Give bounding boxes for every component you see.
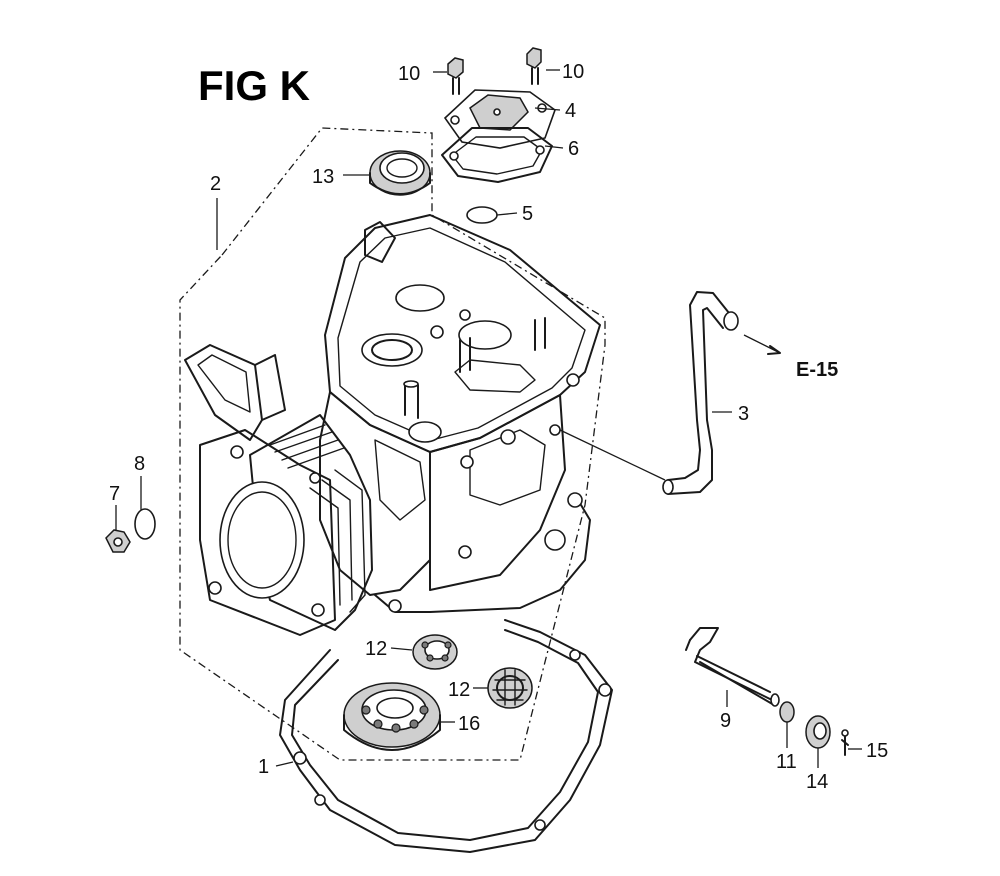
breather-gasket bbox=[441, 127, 553, 183]
gasket-hole bbox=[293, 751, 307, 765]
callout-9: 9 bbox=[720, 710, 731, 732]
valve-pocket bbox=[458, 320, 512, 350]
callout-14: 14 bbox=[806, 771, 828, 793]
callout-7: 7 bbox=[109, 483, 120, 505]
callout-5: 5 bbox=[522, 203, 533, 225]
pin bbox=[841, 729, 849, 756]
valve-pocket bbox=[395, 284, 445, 312]
callout-3: 3 bbox=[738, 403, 749, 425]
callout-11: 11 bbox=[776, 751, 797, 773]
valve-pocket bbox=[361, 333, 423, 367]
callout-6: 6 bbox=[568, 138, 579, 160]
washer bbox=[779, 701, 795, 723]
breather-cover bbox=[443, 89, 556, 149]
figure-title: FIG K bbox=[198, 62, 310, 109]
callout-2: 2 bbox=[210, 173, 221, 195]
callout-10-right: 10 bbox=[562, 61, 584, 83]
leader-lines bbox=[115, 69, 862, 768]
breather-tube bbox=[662, 291, 739, 495]
callout-13: 13 bbox=[312, 166, 334, 188]
cylinder-block bbox=[184, 214, 601, 636]
assembly-outline bbox=[179, 127, 606, 761]
bolt-left bbox=[447, 57, 464, 95]
gasket-hole bbox=[534, 819, 546, 831]
gasket-hole bbox=[569, 649, 581, 661]
crankcase-gasket bbox=[279, 619, 613, 853]
callout-8: 8 bbox=[134, 453, 145, 475]
callout-12-right: 12 bbox=[448, 679, 470, 701]
callout-1: 1 bbox=[258, 756, 269, 778]
cylinder-bore bbox=[219, 481, 305, 599]
oil-seal bbox=[369, 150, 431, 196]
bearing-small-right bbox=[487, 667, 533, 709]
ball-bearing bbox=[343, 682, 441, 751]
nut bbox=[105, 529, 131, 553]
callout-12-left: 12 bbox=[365, 638, 387, 660]
governor-shaft bbox=[685, 627, 780, 707]
washer-ring bbox=[134, 508, 156, 540]
callout-16: 16 bbox=[458, 713, 480, 735]
gasket-hole bbox=[314, 794, 326, 806]
o-ring bbox=[466, 206, 498, 224]
gasket-hole bbox=[598, 683, 612, 697]
callout-15: 15 bbox=[866, 740, 888, 762]
callout-4: 4 bbox=[565, 100, 576, 122]
bolt-right bbox=[526, 47, 542, 85]
callout-10-left: 10 bbox=[398, 63, 420, 85]
reference-e15: E-15 bbox=[796, 359, 838, 381]
small-oil-seal bbox=[805, 715, 831, 749]
bearing-small-left bbox=[412, 634, 458, 670]
